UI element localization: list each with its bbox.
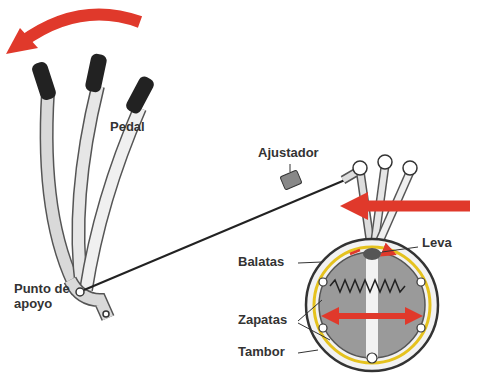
cam-levers: [343, 155, 417, 240]
part-label: Leva: [422, 236, 452, 251]
part-label: Balatas: [238, 255, 284, 270]
leader-line: [290, 164, 291, 172]
pivot-point: [76, 288, 84, 296]
pivot-hole: [103, 311, 109, 317]
push-rod: [84, 180, 345, 290]
part-label: Zapatas: [238, 313, 287, 328]
part-label: Pedal: [110, 120, 145, 135]
cam-arrows: [350, 250, 394, 254]
part-label: Punto de apoyo: [14, 282, 76, 312]
part-label: Tambor: [238, 345, 285, 360]
motion-arrow: [22, 14, 140, 42]
motion-arrowhead: [6, 28, 38, 54]
push-arrow: [365, 201, 470, 212]
drum: [306, 239, 438, 371]
leader-lines: [298, 247, 418, 353]
part-label: Ajustador: [258, 146, 319, 161]
pedal-pads: [31, 53, 156, 116]
expansion-arrow: [330, 313, 414, 319]
push-arrowhead: [340, 192, 368, 220]
adjuster: [280, 170, 302, 190]
